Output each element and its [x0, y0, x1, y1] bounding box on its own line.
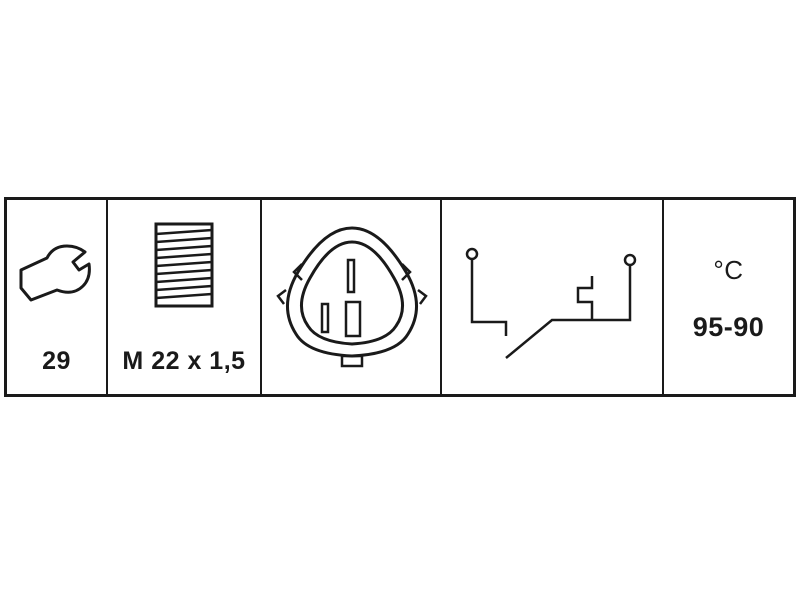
schematic-cell	[442, 200, 664, 394]
connector-cell	[262, 200, 442, 394]
switch-schematic-icon	[465, 247, 637, 359]
wrench-icon	[19, 244, 91, 302]
wrench-size-cell: 29	[7, 200, 108, 394]
wrench-size-label: 29	[42, 347, 71, 375]
temp-unit-label: °C	[713, 255, 744, 285]
thread-cell: M 22 x 1,5	[108, 200, 262, 394]
temp-range-label: 95-90	[692, 312, 765, 342]
connector-plug-icon	[276, 226, 428, 368]
spec-panel: 29 M 22 x 1,5	[4, 197, 796, 397]
thread-spec-label: M 22 x 1,5	[122, 347, 246, 375]
temperature-cell: °C 95-90	[664, 200, 793, 394]
thread-bolt-icon	[154, 222, 214, 308]
